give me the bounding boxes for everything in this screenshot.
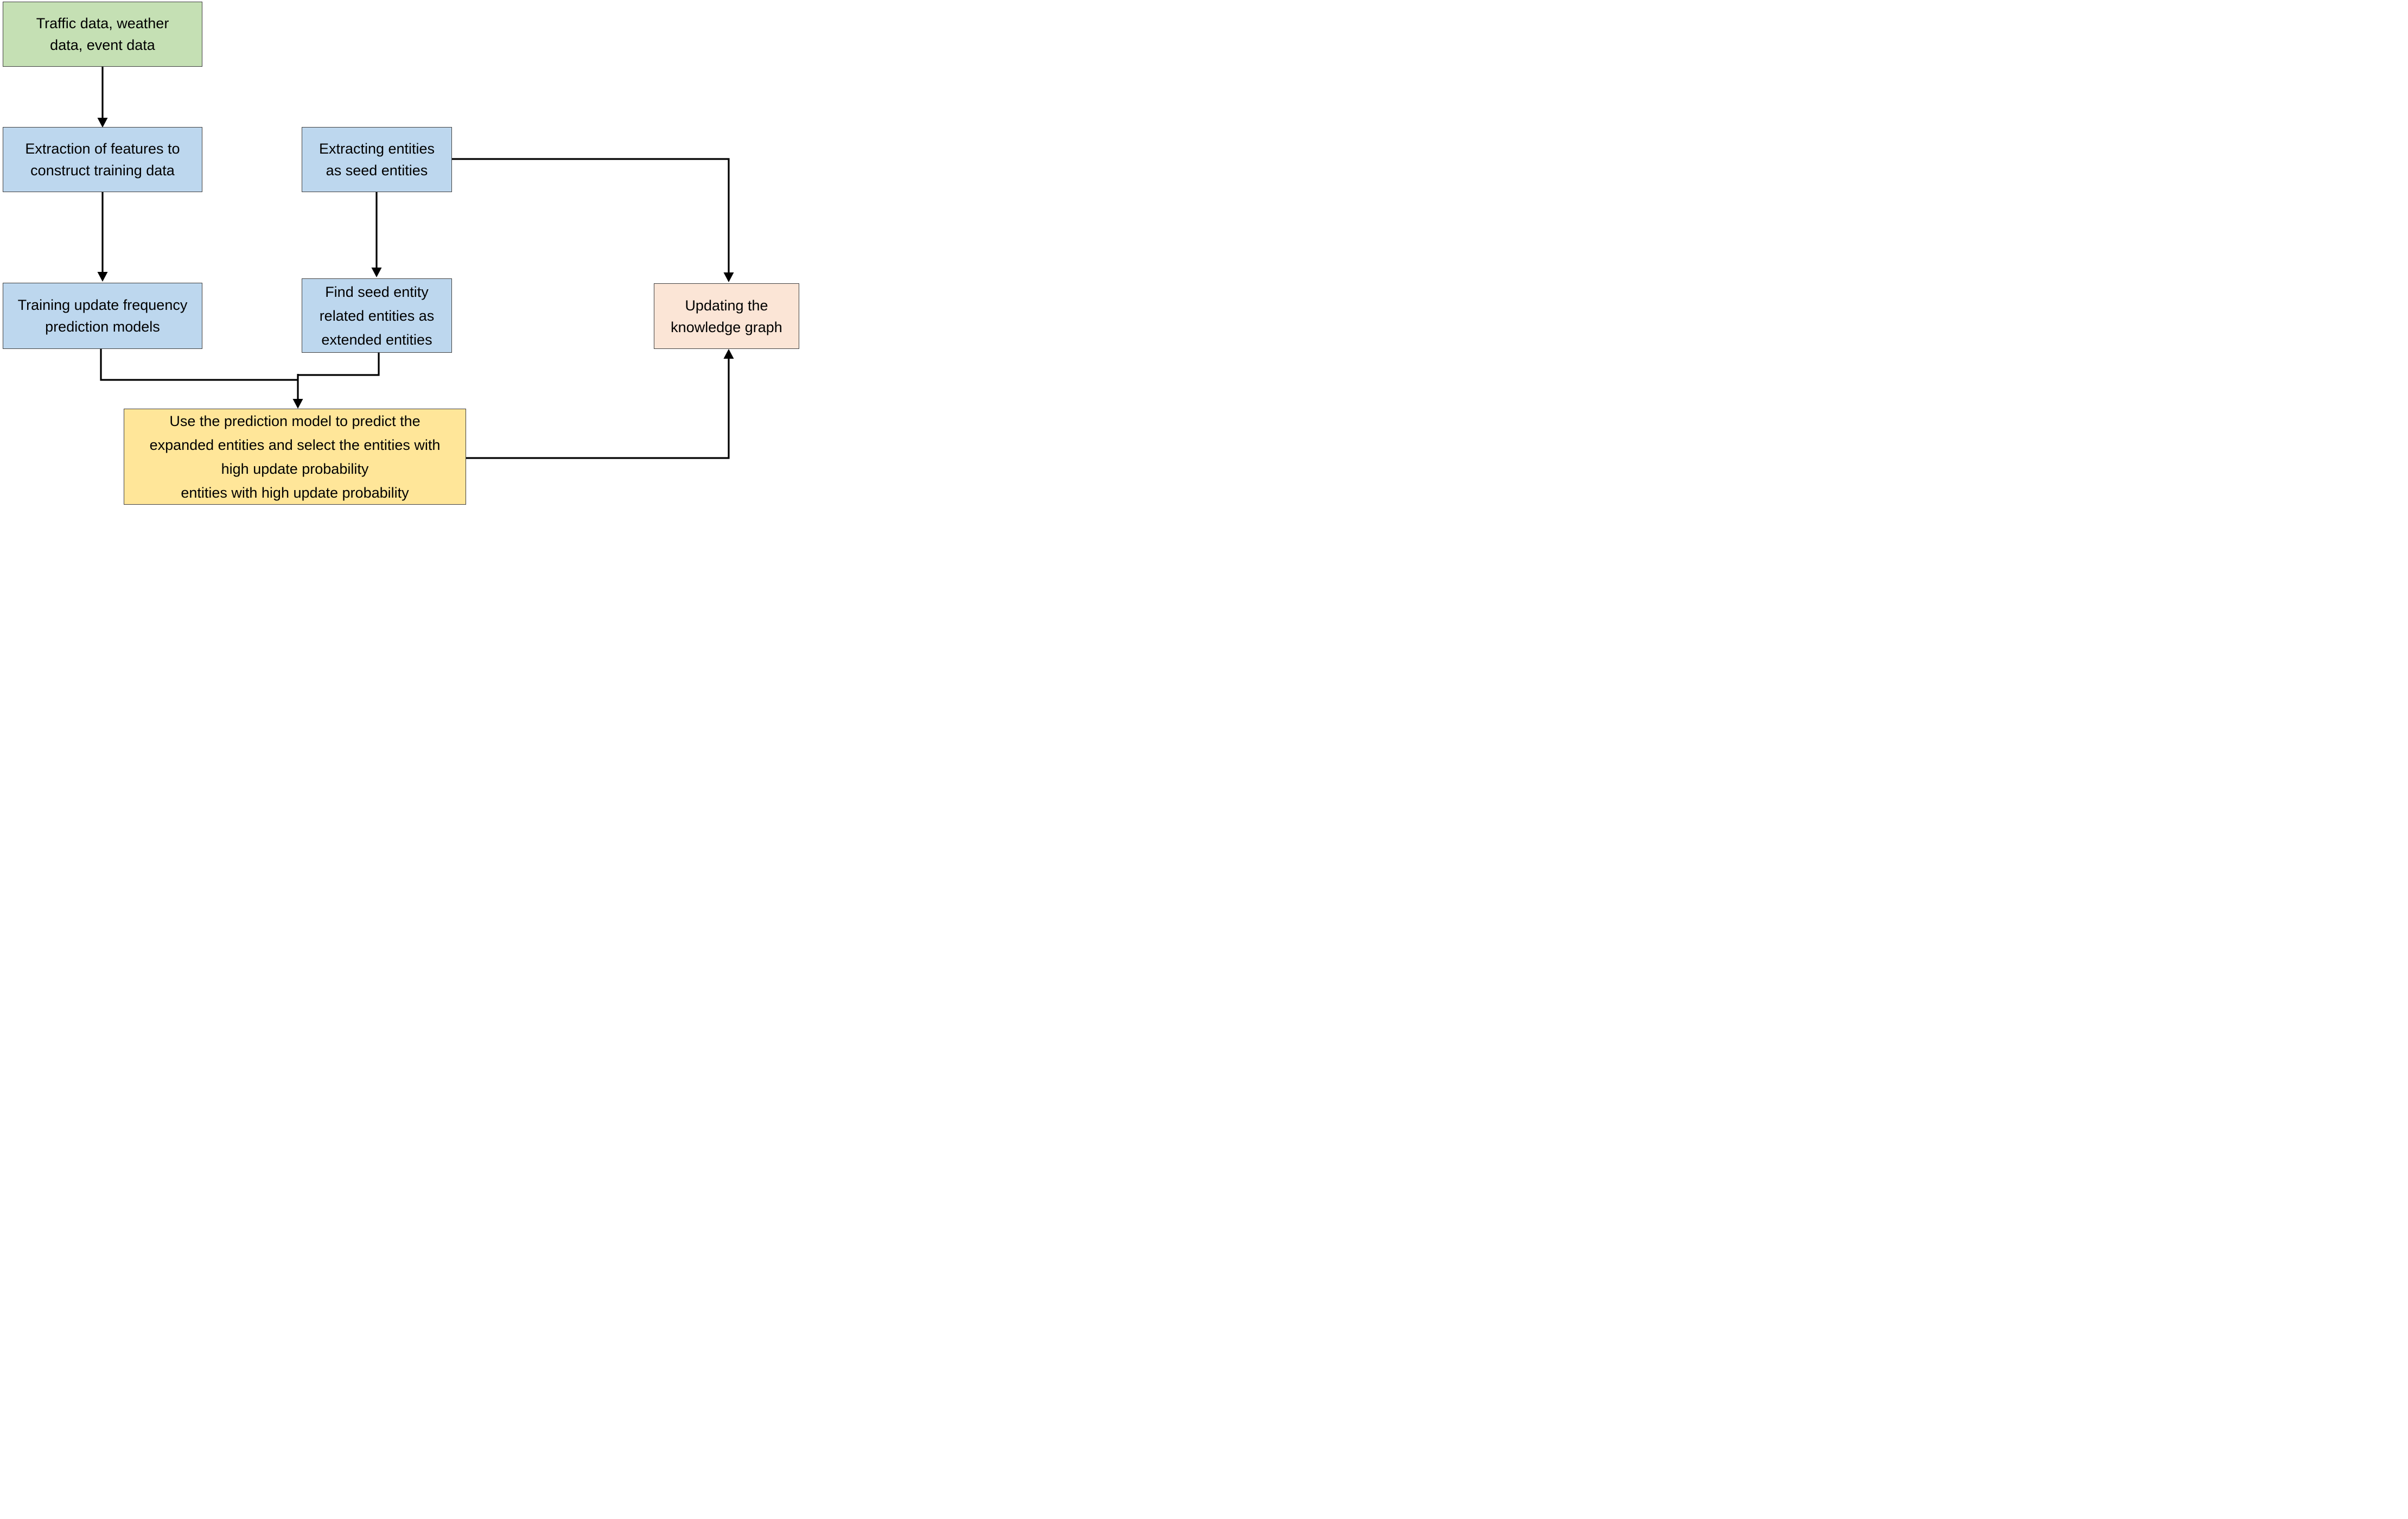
arrow-source-to-feature-extraction <box>97 67 108 128</box>
node-feature-extraction: Extraction of features to construct trai… <box>3 127 202 192</box>
arrow-feature-extraction-to-model-training <box>97 192 108 282</box>
arrowhead-down-icon <box>723 272 734 282</box>
line-related-entities-to-junction <box>298 353 380 376</box>
node-traffic-weather-event-data: Traffic data, weather data, event data <box>3 2 202 67</box>
node-related-entities-label: Find seed entity related entities as ext… <box>319 283 435 348</box>
elbow-line <box>100 349 298 381</box>
arrow-prediction-to-kg-update <box>466 349 734 459</box>
arrow-junction-to-prediction <box>292 374 303 409</box>
node-traffic-weather-event-data-label: Traffic data, weather data, event data <box>36 15 169 53</box>
arrowhead-down-icon <box>97 272 108 282</box>
node-related-entities: Find seed entity related entities as ext… <box>302 278 452 353</box>
node-model-training-label: Training update frequency prediction mod… <box>17 297 188 335</box>
arrowhead-down-icon <box>97 118 108 128</box>
node-knowledge-graph-update-label: Updating the knowledge graph <box>671 297 782 335</box>
elbow-arrow-line <box>466 357 730 459</box>
flowchart-canvas: Traffic data, weather data, event data E… <box>0 0 802 506</box>
arrowhead-down-icon <box>371 268 382 277</box>
arrow-line <box>452 158 730 274</box>
arrow-seed-extraction-to-related-entities <box>371 192 382 277</box>
line-model-training-to-junction <box>100 349 298 381</box>
node-model-training: Training update frequency prediction mod… <box>3 283 202 349</box>
arrow-seed-extraction-to-kg-update <box>452 158 734 282</box>
node-feature-extraction-label: Extraction of features to construct trai… <box>25 141 180 179</box>
node-knowledge-graph-update: Updating the knowledge graph <box>654 283 799 349</box>
node-prediction-selection-label: Use the prediction model to predict the … <box>149 412 441 501</box>
node-prediction-selection: Use the prediction model to predict the … <box>124 409 466 505</box>
arrowhead-up-icon <box>723 349 734 359</box>
arrowhead-down-icon <box>292 399 303 409</box>
node-seed-extraction-label: Extracting entities as seed entities <box>318 141 435 179</box>
elbow-line <box>298 353 380 376</box>
node-seed-extraction: Extracting entities as seed entities <box>302 127 452 192</box>
